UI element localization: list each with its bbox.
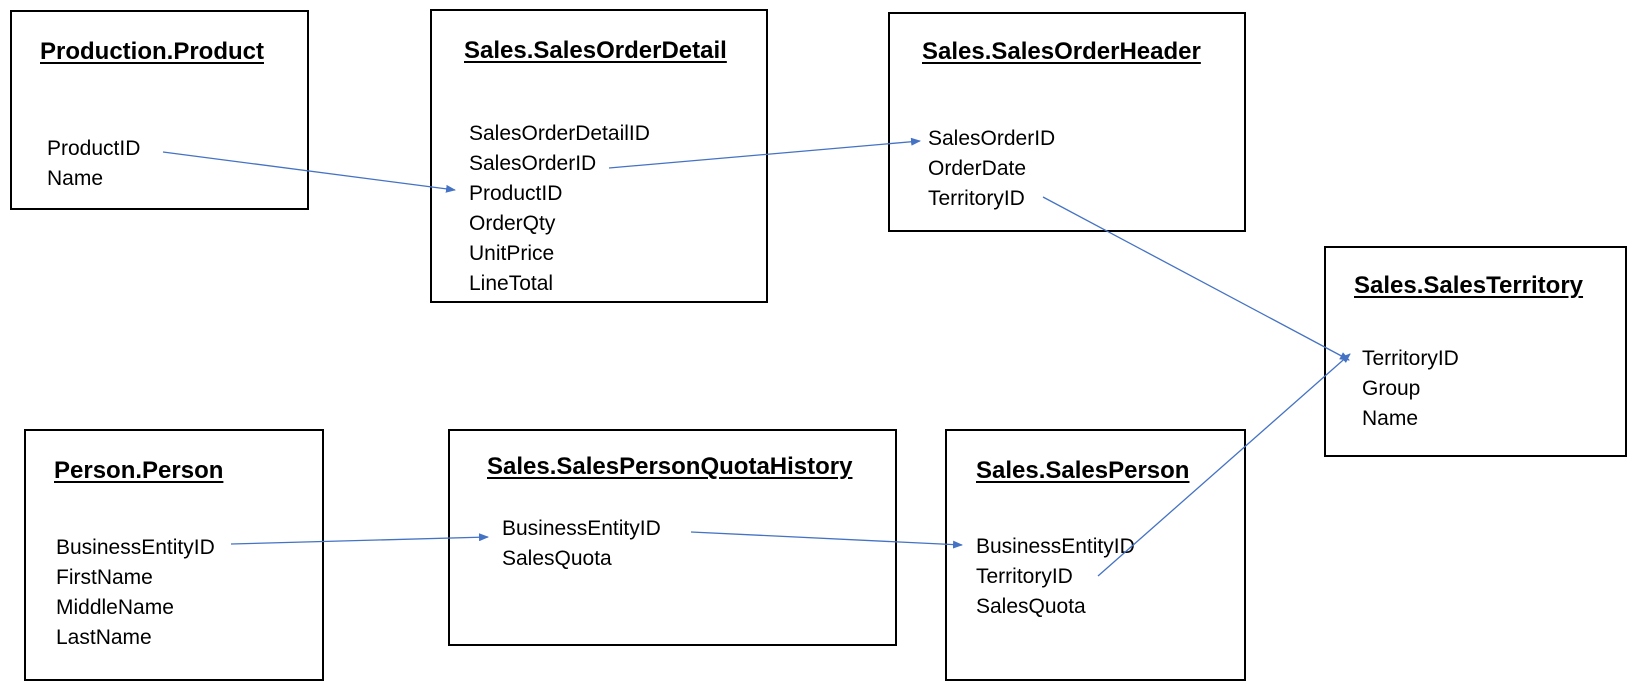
table-title: Sales.SalesOrderHeader — [922, 38, 1201, 65]
field-list: TerritoryID Group Name — [1362, 344, 1459, 434]
field-territoryid: TerritoryID — [1362, 347, 1459, 370]
field-salesquota: SalesQuota — [502, 547, 612, 570]
table-production-product: Production.Product ProductID Name — [10, 10, 309, 210]
field-firstname: FirstName — [56, 566, 153, 589]
table-sales-salespersonquotahistory: Sales.SalesPersonQuotaHistory BusinessEn… — [448, 429, 897, 646]
table-sales-salesorderheader: Sales.SalesOrderHeader SalesOrderID Orde… — [888, 12, 1246, 232]
field-group: Group — [1362, 377, 1421, 400]
field-businessentityid: BusinessEntityID — [56, 536, 215, 559]
field-list: BusinessEntityID TerritoryID SalesQuota — [976, 532, 1135, 622]
table-title: Person.Person — [54, 457, 224, 484]
field-salesquota: SalesQuota — [976, 595, 1086, 618]
table-person-person: Person.Person BusinessEntityID FirstName… — [24, 429, 324, 681]
field-productid: ProductID — [47, 137, 141, 160]
field-middlename: MiddleName — [56, 596, 174, 619]
field-territoryid: TerritoryID — [928, 187, 1025, 210]
field-list: ProductID Name — [47, 134, 140, 194]
table-title: Sales.SalesPersonQuotaHistory — [487, 453, 853, 480]
field-unitprice: UnitPrice — [469, 242, 555, 265]
table-sales-salesterritory: Sales.SalesTerritory TerritoryID Group N… — [1324, 246, 1627, 457]
field-linetotal: LineTotal — [469, 272, 554, 295]
table-title: Sales.SalesTerritory — [1354, 272, 1584, 299]
table-title: Production.Product — [40, 38, 264, 65]
field-name: Name — [47, 167, 104, 190]
field-orderdate: OrderDate — [928, 157, 1027, 180]
field-productid: ProductID — [469, 182, 563, 205]
field-businessentityid: BusinessEntityID — [502, 517, 661, 540]
field-salesorderid: SalesOrderID — [469, 152, 597, 175]
table-title: Sales.SalesPerson — [976, 457, 1190, 484]
field-list: BusinessEntityID FirstName MiddleName La… — [56, 533, 215, 653]
field-list: SalesOrderDetailID SalesOrderID ProductI… — [469, 119, 650, 299]
field-salesorderid: SalesOrderID — [928, 127, 1056, 150]
field-businessentityid: BusinessEntityID — [976, 535, 1135, 558]
field-lastname: LastName — [56, 626, 152, 649]
table-title: Sales.SalesOrderDetail — [464, 37, 727, 64]
field-name: Name — [1362, 407, 1419, 430]
field-territoryid: TerritoryID — [976, 565, 1073, 588]
table-sales-salesorderdetail: Sales.SalesOrderDetail SalesOrderDetailI… — [430, 9, 768, 303]
field-list: BusinessEntityID SalesQuota — [502, 514, 661, 574]
field-salesorderdetailid: SalesOrderDetailID — [469, 122, 650, 145]
field-orderqty: OrderQty — [469, 212, 556, 235]
field-list: SalesOrderID OrderDate TerritoryID — [928, 124, 1055, 214]
table-sales-salesperson: Sales.SalesPerson BusinessEntityID Terri… — [945, 429, 1246, 681]
